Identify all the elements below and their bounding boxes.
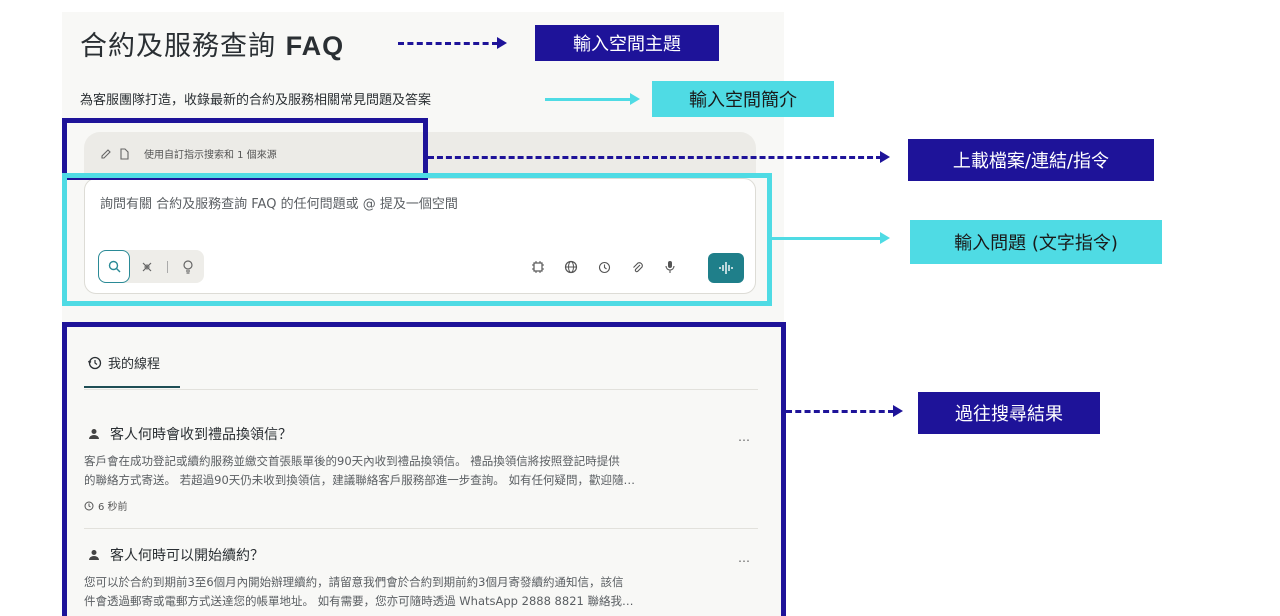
thread-more-button[interactable]: … (738, 430, 750, 444)
upload-arrow-line (428, 156, 882, 159)
query-tools (528, 257, 680, 277)
globe-icon[interactable] (561, 257, 581, 277)
thread-snippet-line: 客戶會在成功登記或續約服務並繳交首張賬單後的90天內收到禮品換領信。 禮品換領信… (84, 454, 620, 468)
thread-timestamp: 6 秒前 (84, 498, 758, 513)
space-title-prefix: 合約及服務查詢 (80, 31, 276, 62)
search-icon (108, 260, 121, 273)
sources-bar-content[interactable]: 使用自訂指示搜索和 1 個來源 (100, 146, 277, 161)
title-arrow-head (497, 37, 507, 49)
user-icon (88, 549, 100, 561)
question-arrow-line (772, 237, 882, 240)
history-arrow-line (786, 410, 894, 413)
space-title-suffix: FAQ (285, 31, 345, 61)
history-arrow-head (893, 405, 903, 417)
callout-question: 輸入問題 (文字指令) (910, 220, 1162, 264)
desc-arrow-line (545, 98, 631, 101)
waveform-icon (719, 262, 733, 274)
search-mode-button[interactable] (98, 250, 131, 283)
search-mode-selector[interactable] (98, 250, 204, 283)
mode-divider (166, 260, 168, 273)
sparkle-icon (140, 260, 154, 274)
space-description: 為客服團隊打造，收錄最新的合約及服務相關常見問題及答案 (80, 93, 432, 108)
voice-mode-button[interactable] (708, 253, 744, 283)
threads-tab-indicator (84, 386, 180, 388)
research-mode-button[interactable] (130, 250, 162, 283)
callout-space-title: 輸入空間主題 (535, 25, 719, 61)
thread-item[interactable]: 客人何時可以開始續約？ … 您可以於合約到期前3至6個月內開始辦理續約，請留意我… (84, 545, 758, 611)
paperclip-icon[interactable] (627, 257, 647, 277)
threads-divider (84, 389, 758, 390)
thread-title-row[interactable]: 客人何時會收到禮品換領信？ (84, 424, 758, 444)
threads-highlight (62, 322, 786, 616)
thread-divider (84, 528, 758, 529)
clock-icon (84, 501, 94, 511)
thread-item[interactable]: 客人何時會收到禮品換領信？ … 客戶會在成功登記或續約服務並繳交首張賬單後的90… (84, 424, 758, 513)
thread-more-button[interactable]: … (738, 551, 750, 565)
thread-snippet-line: 的聯絡方式寄送。 若超過90天仍未收到換領信，建議聯絡客戶服務部進一步查詢。 如… (84, 473, 635, 487)
question-arrow-head (880, 232, 890, 244)
thread-title-row[interactable]: 客人何時可以開始續約？ (84, 545, 758, 565)
mic-icon[interactable] (660, 257, 680, 277)
thread-title[interactable]: 客人何時可以開始續約？ (110, 548, 264, 564)
thread-time-label: 6 秒前 (98, 502, 128, 513)
thread-snippet: 客戶會在成功登記或續約服務並繳交首張賬單後的90天內收到禮品換領信。 禮品換領信… (84, 452, 758, 490)
callout-space-desc: 輸入空間簡介 (652, 81, 834, 117)
threads-heading[interactable]: 我的線程 (88, 353, 160, 372)
threads-heading-label: 我的線程 (108, 357, 161, 372)
file-icon[interactable] (118, 147, 130, 160)
sources-bar[interactable] (84, 132, 756, 174)
history-icon (88, 356, 102, 370)
title-arrow-line (398, 42, 498, 45)
upload-arrow-head (880, 151, 890, 163)
thread-title[interactable]: 客人何時會收到禮品換領信？ (110, 427, 292, 443)
sources-label: 使用自訂指示搜索和 1 個來源 (144, 150, 277, 161)
space-title: 合約及服務查詢 FAQ (80, 24, 344, 63)
thread-snippet: 您可以於合約到期前3至6個月內開始辦理續約，請留意我們會於合約到期前約3個月寄發… (84, 573, 758, 611)
user-icon (88, 428, 100, 440)
query-placeholder: 詢問有關 合約及服務查詢 FAQ 的任何問題或 @ 提及一個空間 (100, 197, 458, 212)
chip-icon[interactable] (528, 257, 548, 277)
thread-snippet-line: 件會透過郵寄或電郵方式送達您的帳單地址。 如有需要，您亦可隨時透過 WhatsA… (84, 594, 634, 608)
callout-history: 過往搜尋結果 (918, 392, 1100, 434)
query-highlight (62, 173, 772, 306)
lightbulb-icon (182, 259, 194, 274)
labs-mode-button[interactable] (172, 250, 204, 283)
clock-icon[interactable] (594, 257, 614, 277)
callout-upload: 上載檔案/連結/指令 (908, 139, 1154, 181)
desc-arrow-head (630, 93, 640, 105)
edit-icon[interactable] (100, 148, 112, 160)
sources-highlight (62, 118, 428, 180)
thread-snippet-line: 您可以於合約到期前3至6個月內開始辦理續約，請留意我們會於合約到期前約3個月寄發… (84, 575, 624, 589)
